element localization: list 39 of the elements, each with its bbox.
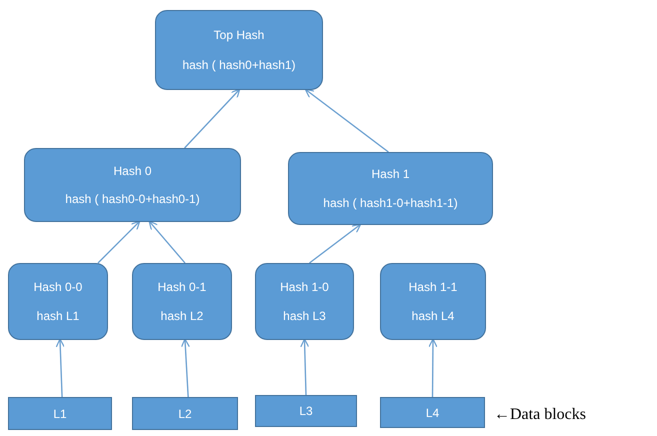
arrow	[148, 220, 186, 264]
arrow	[428, 338, 438, 397]
node-formula: hash L2	[160, 309, 204, 324]
node-heading: Hash 0-1	[158, 280, 206, 294]
node-heading: Top Hash	[214, 28, 264, 42]
node-formula: hash ( hash1-0+hash1-1)	[323, 196, 458, 210]
node-formula: hash L4	[412, 309, 454, 324]
block-label: L1	[53, 406, 67, 420]
block-label: L3	[299, 404, 313, 418]
node-heading: Hash 0	[113, 164, 152, 178]
node-heading: Hash 1-0	[280, 280, 329, 294]
hash-box	[24, 148, 241, 222]
hash-box	[8, 263, 108, 340]
data-block-box	[380, 397, 485, 428]
block-label: L2	[178, 406, 192, 420]
node-heading: Hash 1	[371, 167, 410, 182]
node-formula: hash L1	[36, 309, 80, 324]
arrow	[180, 338, 190, 398]
arrow	[300, 338, 310, 396]
hash-box	[288, 152, 493, 225]
annotation-label: ←Data blocks	[494, 406, 586, 424]
hash-box	[155, 10, 323, 90]
node-formula: hash L3	[283, 309, 326, 324]
node-formula: hash ( hash0-0+hash0-1)	[65, 192, 200, 206]
data-block-box	[255, 395, 357, 427]
node-heading: Hash 0-0	[34, 280, 82, 294]
node-heading: Hash 1-1	[408, 280, 458, 294]
node-formula: hash ( hash0+hash1)	[182, 58, 296, 72]
data-block-box	[8, 397, 112, 430]
hash-box	[255, 263, 354, 340]
arrow	[184, 88, 240, 148]
arrow	[98, 220, 140, 264]
hash-box	[380, 263, 486, 340]
arrow	[309, 224, 362, 264]
arrow	[56, 338, 65, 398]
block-label: L4	[426, 406, 440, 420]
arrow	[304, 88, 389, 153]
hash-box	[132, 263, 232, 340]
data-block-box	[132, 397, 238, 430]
